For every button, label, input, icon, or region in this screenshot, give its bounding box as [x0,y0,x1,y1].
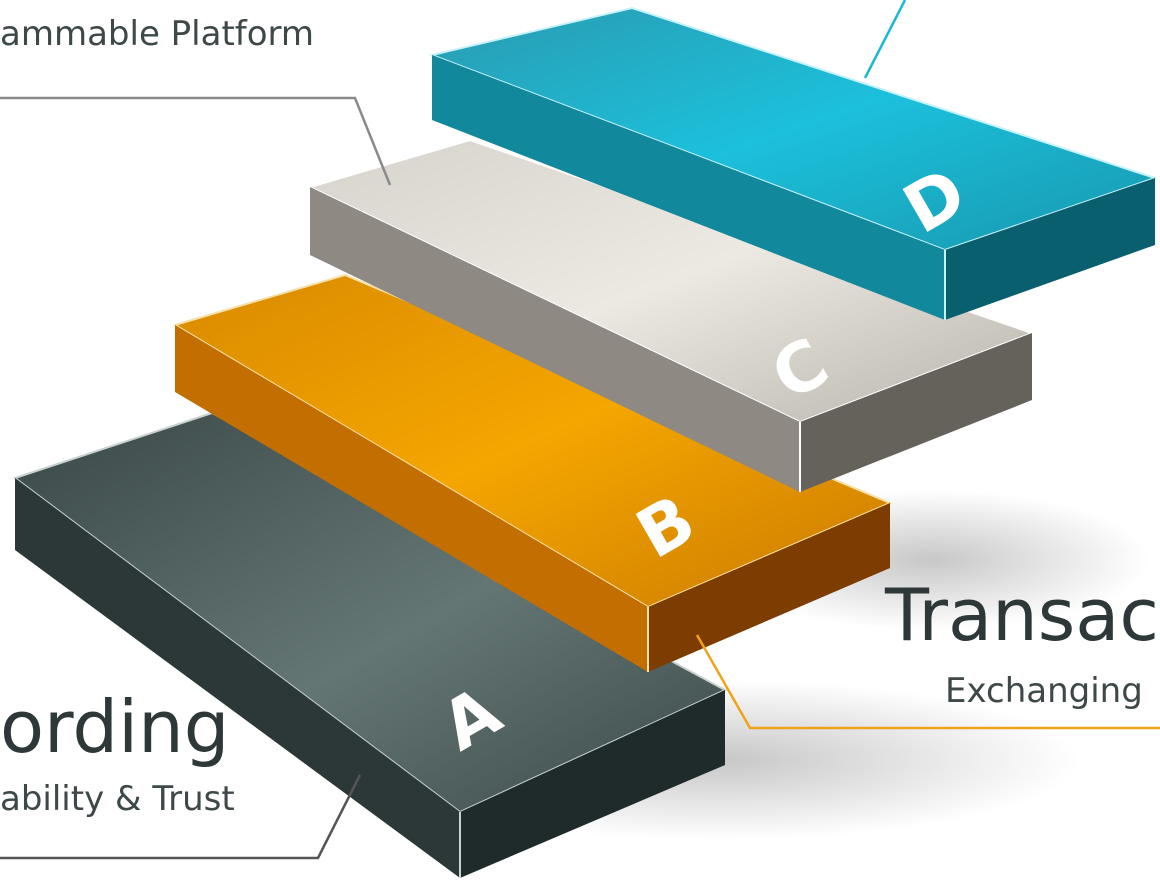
callout-line-d [863,0,907,79]
layer-b: B [172,273,893,672]
layer-b-subtitle: Exchanging [945,671,1143,711]
layer-b-side [648,503,890,672]
layer-d: D [428,6,1159,320]
layer-a-title: ording [0,685,229,769]
layer-b-title: Transact [884,573,1160,657]
layer-c: C [307,138,1035,492]
layer-c-subtitle: ammable Platform [0,14,314,54]
layer-d-side [945,178,1155,320]
layer-d-front [432,55,945,320]
layer-a-front [15,478,460,878]
callout-line-c [0,96,392,186]
layer-a: A [12,411,728,878]
layer-c-front [310,187,800,492]
layer-c-side [800,333,1032,492]
layer-a-side [460,690,725,878]
callout-line-a [0,774,362,860]
layer-b-front [175,325,648,672]
layer-a-subtitle: ability & Trust [0,779,235,819]
callout-line-b [695,634,1160,730]
